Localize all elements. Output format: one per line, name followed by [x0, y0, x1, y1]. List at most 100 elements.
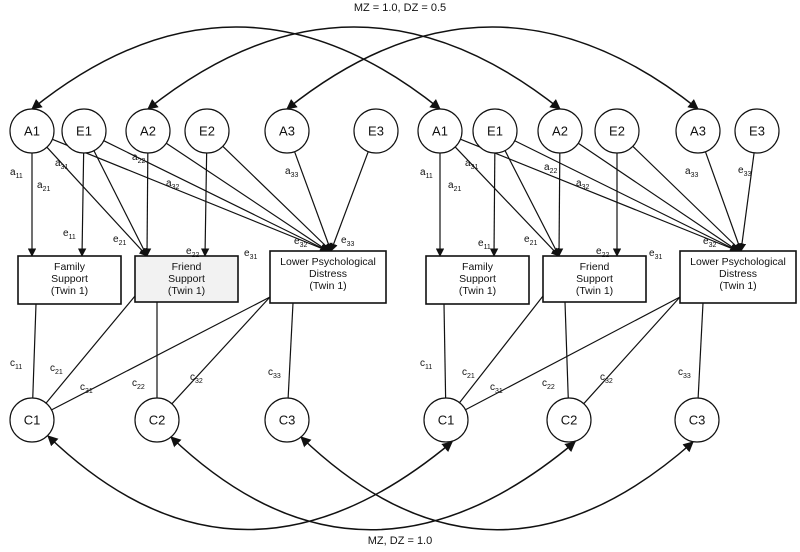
- path-e32-twin1: [222, 145, 332, 252]
- c2-cross-twin-arc: [170, 436, 576, 531]
- label-a32-twin1: a32: [166, 178, 179, 191]
- latent-label: E3: [749, 124, 765, 139]
- latent-label: C1: [24, 413, 41, 428]
- latent-label: E1: [487, 124, 503, 139]
- latent-c1-twin2: C1: [423, 397, 469, 443]
- latent-a3-twin1: A3: [264, 108, 310, 154]
- label-a22-twin1: a22: [132, 152, 145, 165]
- path-e33-twin2: [737, 152, 755, 252]
- path-e33-twin1: [329, 151, 369, 252]
- label-a31-twin1: a31: [55, 158, 68, 171]
- label-e33-twin2: e33: [738, 165, 751, 178]
- path-e21-twin2: [504, 150, 560, 257]
- path-a33-twin2: [704, 151, 743, 252]
- a1-cross-twin-arc: [31, 26, 441, 110]
- path-c22-twin2: [564, 301, 569, 399]
- latent-label: E2: [199, 124, 215, 139]
- label-a21-twin2: a21: [448, 180, 461, 193]
- measure-box-outline: [679, 250, 797, 304]
- latent-circle: [734, 108, 780, 154]
- latent-circle: [674, 397, 720, 443]
- c3-cross-twin-arc: [300, 436, 694, 531]
- measure-box-outline: [269, 250, 387, 304]
- measure-label-line3: (Twin 1): [309, 280, 346, 292]
- latent-label: E3: [368, 124, 384, 139]
- label-a21-twin1: a21: [37, 180, 50, 193]
- label-c31-twin1: c31: [80, 382, 93, 395]
- path-a31-twin1: [52, 138, 329, 253]
- path-a32-twin2: [577, 142, 739, 252]
- path-a21-twin2: [454, 146, 560, 257]
- label-c11-twin1: c11: [10, 358, 22, 371]
- path-e21-twin1: [93, 150, 148, 257]
- latent-circle: [546, 397, 592, 443]
- path-a32-twin1: [165, 142, 329, 252]
- latent-e1-twin2: E1: [472, 108, 518, 154]
- label-c33-twin1: c33: [268, 367, 281, 380]
- label-c33-twin2: c33: [678, 367, 691, 380]
- measure-label-line2: Distress: [719, 268, 757, 280]
- latent-circle: [423, 397, 469, 443]
- measure-label-line1: Lower Psychological: [690, 256, 786, 268]
- label-e31-twin2: e31: [649, 248, 662, 261]
- latent-label: A1: [432, 124, 448, 139]
- path-c31-twin1: [51, 296, 271, 411]
- label-c21-twin1: c21: [50, 363, 63, 376]
- label-e31-twin1: e31: [244, 248, 257, 261]
- label-a31-twin2: a31: [465, 158, 478, 171]
- latent-a3-twin2: A3: [675, 108, 721, 154]
- latent-label: A2: [552, 124, 568, 139]
- latent-c2-twin2: C2: [546, 397, 592, 443]
- measure-label-line1: Lower Psychological: [280, 256, 376, 268]
- path-a21-twin1: [46, 146, 148, 257]
- path-c32-twin2: [583, 296, 681, 405]
- measure-label-line2: Support: [51, 273, 88, 285]
- latent-label: C2: [561, 413, 578, 428]
- measure-label-line1: Family: [462, 261, 494, 273]
- latent-e2-twin1: E2: [184, 108, 230, 154]
- label-a11-twin1: a11: [10, 167, 23, 180]
- latent-circle: [594, 108, 640, 154]
- path-c33-twin2: [697, 302, 704, 399]
- latent-label: A1: [24, 124, 40, 139]
- latent-a1-twin1: A1: [9, 108, 55, 154]
- label-c32-twin2: c32: [600, 372, 613, 385]
- latent-label: E2: [609, 124, 625, 139]
- latent-a2-twin1: A2: [125, 108, 171, 154]
- a2-cross-twin-arc: [147, 26, 561, 110]
- measure-label-line2: Support: [459, 273, 496, 285]
- latent-e2-twin2: E2: [594, 108, 640, 154]
- measure-label-line3: (Twin 1): [576, 285, 613, 297]
- latent-circle: [125, 108, 171, 154]
- path-c11-twin2: [443, 303, 447, 399]
- label-c32-twin1: c32: [190, 372, 203, 385]
- latent-label: A3: [690, 124, 706, 139]
- latent-circle: [353, 108, 399, 154]
- label-c31-twin2: c31: [490, 382, 503, 395]
- latent-label: E1: [76, 124, 92, 139]
- path-a22-twin2: [554, 152, 564, 257]
- label-e11-twin2: e11: [478, 238, 491, 251]
- path-e22-twin1: [200, 152, 210, 257]
- label-e32-twin1: e32: [294, 236, 307, 249]
- latent-c3-twin1: C3: [264, 397, 310, 443]
- latent-label: A2: [140, 124, 156, 139]
- latent-label: C3: [689, 413, 706, 428]
- latent-label: A3: [279, 124, 295, 139]
- latent-circle: [9, 108, 55, 154]
- measure-label-line2: Support: [168, 273, 205, 285]
- latent-label: C2: [149, 413, 166, 428]
- path-e31-twin1: [103, 140, 329, 252]
- path-a31-twin2: [460, 138, 739, 253]
- dz-mz-c-correlation-label: MZ, DZ = 1.0: [367, 535, 433, 547]
- path-e31-twin2: [514, 140, 739, 252]
- path-e32-twin2: [632, 145, 742, 252]
- label-a33-twin2: a33: [685, 166, 698, 179]
- measure-label-line2: Distress: [309, 268, 347, 280]
